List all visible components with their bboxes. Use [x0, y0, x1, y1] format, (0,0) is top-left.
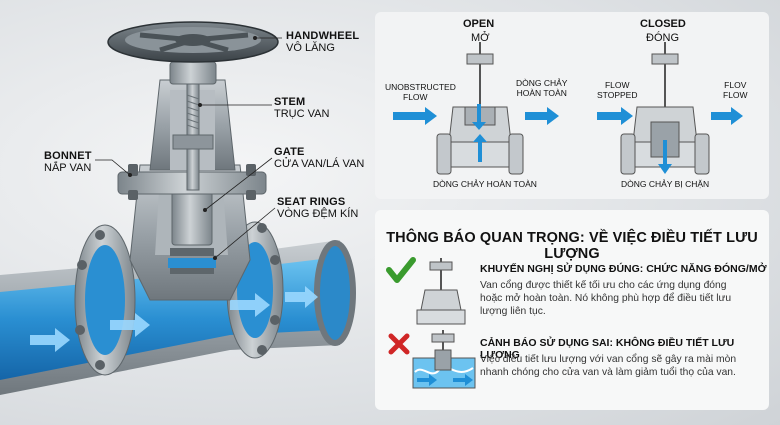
label-stem: STEM TRỤC VAN — [274, 96, 329, 120]
notice-title: THÔNG BÁO QUAN TRỌNG: VỀ VIỆC ĐIỀU TIẾT … — [386, 230, 758, 262]
open-valve-schematic — [393, 42, 559, 175]
label-bonnet: BONNET NẮP VAN — [44, 150, 92, 174]
check-icon — [386, 257, 416, 283]
label-gate: GATE CỬA VAN/LÁ VAN — [274, 146, 364, 170]
leader-lines — [95, 37, 282, 259]
open-right-label-line2: HOÀN TOÀN — [516, 88, 567, 98]
notice-graphics — [386, 257, 476, 389]
stem-threads — [186, 94, 200, 130]
closed-right-label-line2: FLOW — [723, 90, 748, 100]
cross-icon — [388, 333, 410, 355]
left-flange-bore — [85, 245, 125, 355]
flange-bolts — [75, 223, 280, 370]
warning-body: Việc điều tiết lưu lượng với van cổng sẽ… — [480, 353, 765, 379]
closed-left-label-line1: FLOW — [604, 80, 630, 90]
open-title-vi: MỞ — [471, 32, 490, 44]
open-closed-diagram — [393, 42, 743, 175]
label-handwheel-en: HANDWHEEL — [286, 30, 360, 42]
flow-arrows — [30, 286, 318, 352]
seat-ring-blue — [168, 258, 216, 268]
open-bottom-label: DÒNG CHẢY HOÀN TOÀN — [433, 179, 537, 189]
label-handwheel-vi: VÔ LĂNG — [286, 42, 335, 54]
handwheel-spokes — [139, 32, 249, 53]
label-stem-en: STEM — [274, 96, 306, 108]
label-stem-vi: TRỤC VAN — [274, 108, 330, 120]
recommended-body-line1: Van cổng được thiết kế tối ưu cho các ứn… — [480, 280, 727, 291]
pipe-end-opening — [314, 240, 356, 346]
recommended-body: Van cổng được thiết kế tối ưu cho các ứn… — [480, 279, 765, 318]
closed-left-label: FLOW STOPPED — [597, 80, 637, 100]
warning-valve-icon — [412, 330, 476, 389]
open-closed-panel: OPEN MỞ UNOBSTRUCTED FLOW DÒNG CHẢY HOÀN… — [375, 12, 769, 199]
closed-title: CLOSED — [640, 18, 686, 30]
notice-panel: THÔNG BÁO QUAN TRỌNG: VỀ VIỆC ĐIỀU TIẾT … — [375, 210, 769, 410]
valve-cutaway-illustration — [0, 21, 356, 395]
open-right-label: DÒNG CHẢY HOÀN TOÀN — [516, 78, 567, 98]
open-title: OPEN — [463, 18, 495, 30]
warning-body-line2: nhanh chóng cho cửa van và làm giảm tuổi… — [480, 367, 736, 378]
label-gate-vi: CỬA VAN/LÁ VAN — [274, 158, 365, 170]
label-handwheel: HANDWHEEL VÔ LĂNG — [286, 30, 359, 54]
leader-dots — [128, 36, 257, 260]
open-right-label-line1: DÒNG CHẢY — [516, 78, 568, 88]
label-bonnet-en: BONNET — [44, 150, 92, 162]
yoke-nut — [169, 61, 217, 85]
closed-left-label-line2: STOPPED — [597, 90, 638, 100]
open-left-label-line2: FLOW — [403, 92, 428, 102]
warning-heading: CẢNH BÁO SỬ DỤNG SAI: KHÔNG ĐIỀU TIẾT LƯ… — [480, 337, 735, 361]
open-left-label-line1: UNOBSTRUCTED — [385, 82, 456, 92]
closed-bottom-label: DÒNG CHẢY BỊ CHẶN — [621, 179, 710, 189]
recommended-body-line3: lượng liên tục. — [480, 306, 546, 317]
label-seat-rings: SEAT RINGS VÒNG ĐỆM KÍN — [277, 196, 358, 220]
packing-gland — [172, 134, 214, 150]
bonnet-bolts — [128, 164, 256, 200]
seat-ring-top — [170, 248, 214, 256]
closed-right-label: FLOV FLOW — [723, 80, 748, 100]
open-left-label: UNOBSTRUCTED FLOW — [385, 82, 456, 102]
closed-valve-schematic — [597, 42, 743, 175]
recommended-valve-icon — [416, 258, 466, 325]
closed-title-vi: ĐÓNG — [646, 32, 679, 44]
label-bonnet-vi: NẮP VAN — [44, 162, 92, 174]
closed-right-label-line1: FLOV — [724, 80, 747, 90]
label-seat-rings-vi: VÒNG ĐỆM KÍN — [277, 208, 359, 220]
recommended-body-line2: hoặc mở hoàn toàn. Nó không phù hợp để đ… — [480, 293, 732, 304]
recommended-heading: KHUYẾN NGHỊ SỬ DỤNG ĐÚNG: CHỨC NĂNG ĐÓNG… — [480, 263, 767, 275]
label-seat-rings-en: SEAT RINGS — [277, 196, 346, 208]
seat-ring-bottom — [170, 268, 214, 274]
warning-body-line1: Việc điều tiết lưu lượng với van cổng sẽ… — [480, 354, 737, 365]
label-gate-en: GATE — [274, 146, 305, 158]
